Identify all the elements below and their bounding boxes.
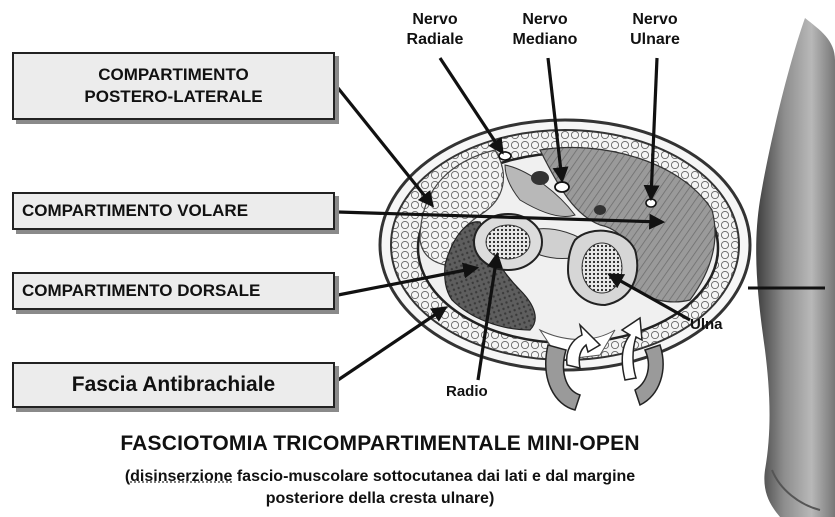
label-nervo-mediano-line2: Mediano bbox=[500, 30, 590, 50]
ulna-bone bbox=[568, 231, 637, 305]
arrow-postero-laterale bbox=[338, 88, 432, 205]
caption-title: FASCIOTOMIA TRICOMPARTIMENTALE MINI-OPEN bbox=[0, 432, 760, 456]
label-postero-laterale-line1: COMPARTIMENTO bbox=[98, 64, 248, 86]
caption-subtitle-line2: posteriore della cresta ulnare) bbox=[0, 488, 760, 510]
arrow-fascia bbox=[338, 308, 445, 380]
label-radio: Radio bbox=[446, 383, 488, 400]
label-nervo-radiale-line1: Nervo bbox=[390, 10, 480, 30]
caption-subtitle-underlined: disinserzione bbox=[130, 468, 232, 485]
caption-subtitle-line1: (disinserzione fascio-muscolare sottocut… bbox=[0, 466, 760, 488]
caption-subtitle: (disinserzione fascio-muscolare sottocut… bbox=[0, 466, 760, 510]
label-nervo-radiale: Nervo Radiale bbox=[390, 10, 480, 50]
caption-subtitle-line1-rest: fascio-muscolare sottocutanea dai lati e… bbox=[232, 468, 635, 485]
label-compartimento-postero-laterale: COMPARTIMENTO POSTERO-LATERALE bbox=[12, 52, 335, 120]
label-nervo-ulnare-line2: Ulnare bbox=[610, 30, 700, 50]
label-fascia-antibrachiale: Fascia Antibrachiale bbox=[12, 362, 335, 408]
nerve-ulnare-marker bbox=[646, 199, 656, 207]
arm-silhouette bbox=[756, 18, 835, 517]
label-nervo-mediano-line1: Nervo bbox=[500, 10, 590, 30]
label-ulna: Ulna bbox=[690, 316, 723, 333]
label-nervo-ulnare-line1: Nervo bbox=[610, 10, 700, 30]
label-postero-laterale-line2: POSTERO-LATERALE bbox=[84, 86, 262, 108]
radius-bone bbox=[474, 214, 542, 270]
label-compartimento-volare: COMPARTIMENTO VOLARE bbox=[12, 192, 335, 230]
nerve-mediano-marker bbox=[555, 182, 569, 192]
label-nervo-radiale-line2: Radiale bbox=[390, 30, 480, 50]
label-nervo-ulnare: Nervo Ulnare bbox=[610, 10, 700, 50]
label-nervo-mediano: Nervo Mediano bbox=[500, 10, 590, 50]
label-compartimento-dorsale: COMPARTIMENTO DORSALE bbox=[12, 272, 335, 310]
nerve-radiale-marker bbox=[499, 152, 511, 160]
